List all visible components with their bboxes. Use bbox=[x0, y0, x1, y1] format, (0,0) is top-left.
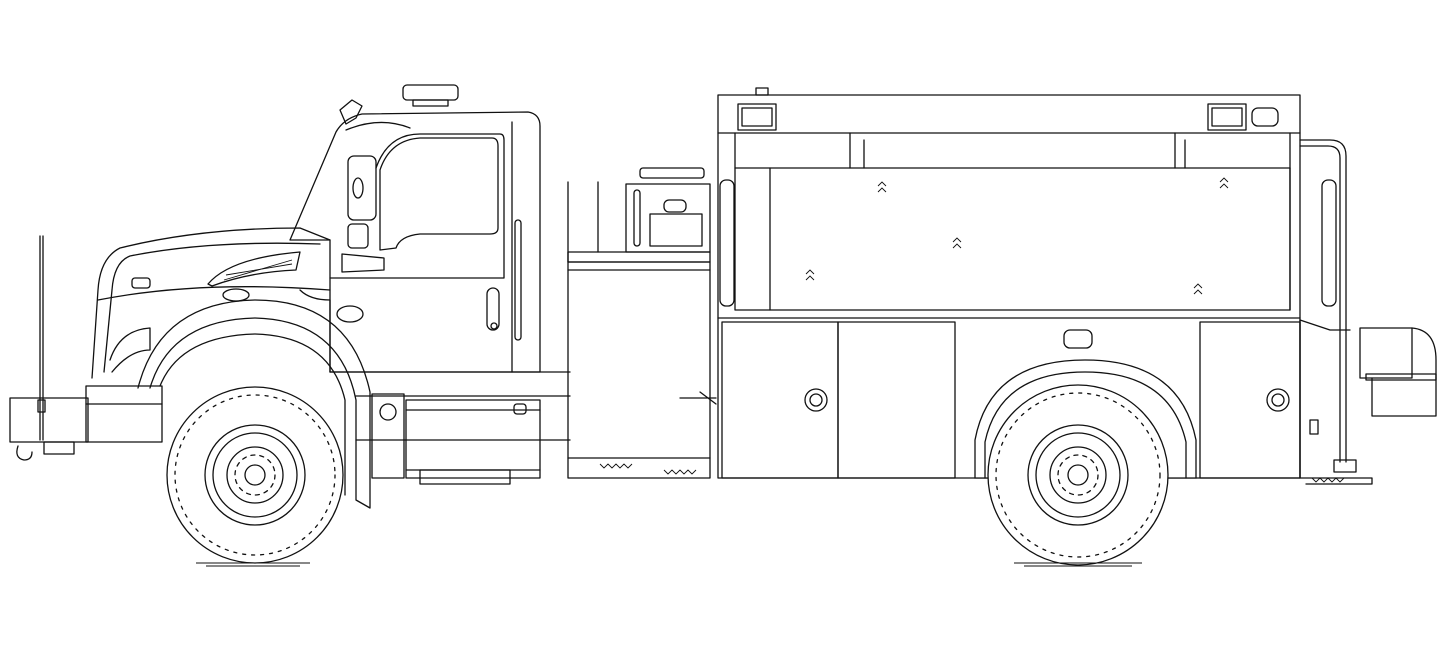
front-wheel bbox=[166, 386, 344, 564]
marker-light bbox=[1207, 103, 1247, 131]
marker-light bbox=[737, 103, 777, 131]
pump-compartment bbox=[567, 167, 717, 479]
compartment-door-1[interactable] bbox=[721, 321, 839, 479]
door-latch[interactable] bbox=[1266, 388, 1290, 412]
front-bumper bbox=[9, 385, 163, 461]
rear-plumbing bbox=[1299, 139, 1437, 485]
step[interactable] bbox=[405, 399, 541, 479]
compartment-door-2[interactable] bbox=[837, 321, 956, 479]
mirror bbox=[339, 99, 411, 273]
door-window bbox=[379, 137, 499, 251]
cab-step-light bbox=[336, 305, 364, 323]
cab bbox=[289, 111, 571, 373]
ground-line bbox=[196, 562, 1142, 567]
antenna bbox=[37, 235, 46, 441]
chassis bbox=[355, 393, 571, 485]
door-latch[interactable] bbox=[804, 388, 828, 412]
water-tank bbox=[734, 167, 1291, 311]
hose-connection[interactable] bbox=[1359, 327, 1413, 379]
compartment-door-3[interactable] bbox=[1199, 321, 1301, 479]
hood bbox=[91, 227, 331, 379]
front-fender bbox=[137, 299, 371, 509]
fuel-tank bbox=[371, 393, 405, 479]
rear-wheel bbox=[987, 384, 1169, 566]
door-handle[interactable] bbox=[486, 287, 500, 331]
tread-plate-marks bbox=[599, 177, 1345, 483]
light-bar bbox=[402, 84, 459, 107]
